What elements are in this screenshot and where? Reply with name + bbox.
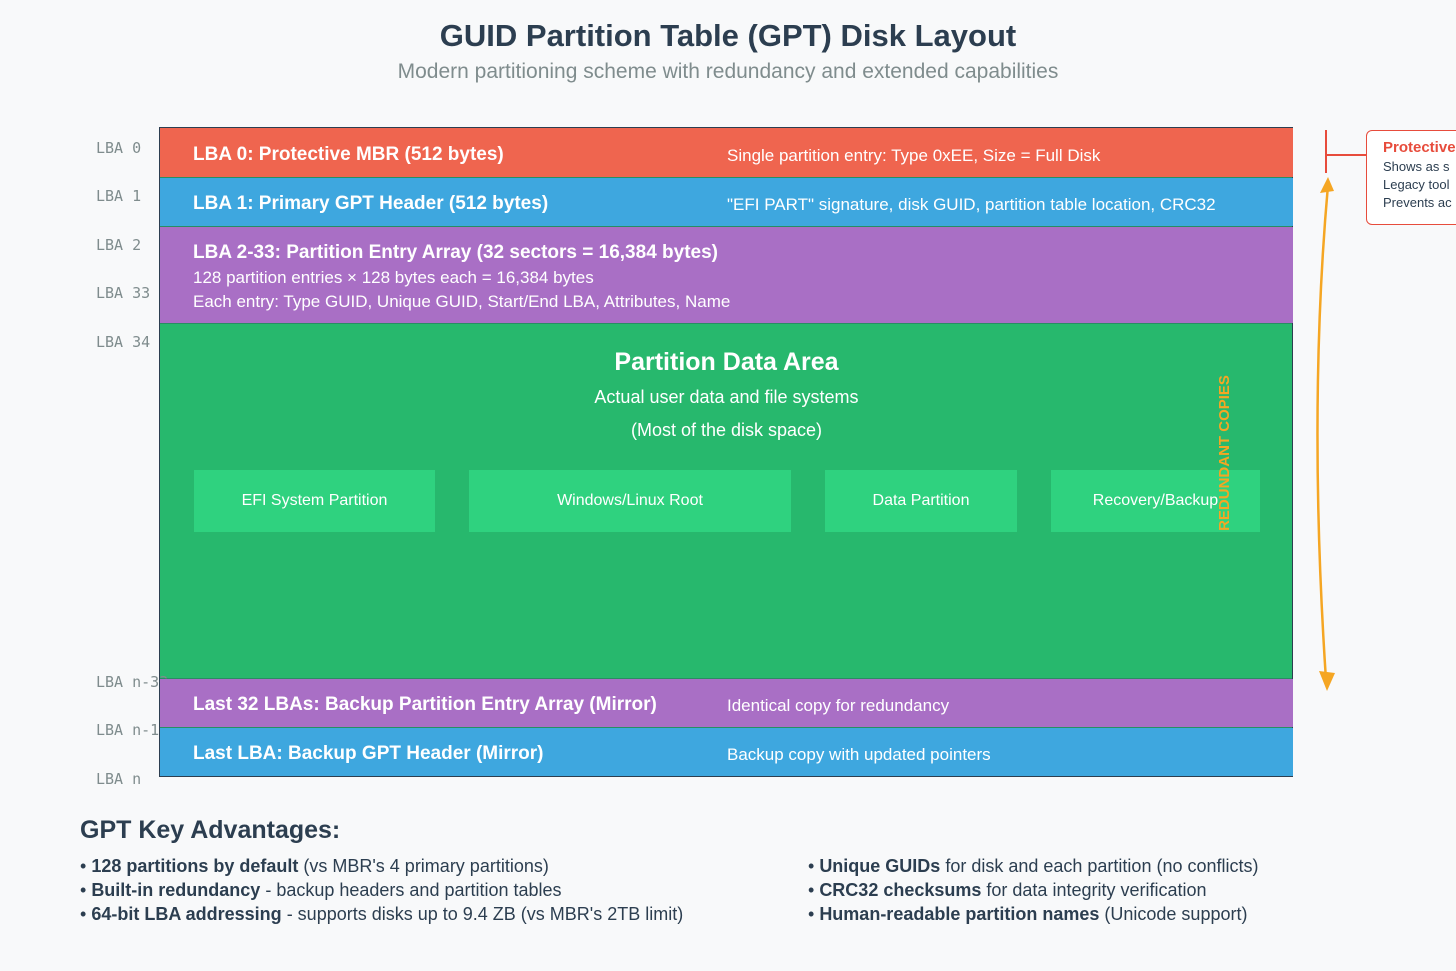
lba-label-n: LBA n: [96, 770, 142, 788]
protective-mbr-callout: Protective Shows as s Legacy tool Preven…: [1366, 130, 1456, 225]
divider: [160, 727, 1293, 728]
divider: [160, 177, 1293, 178]
advantage-bold: 128 partitions by default: [91, 856, 299, 876]
lba-label-2: LBA 2: [96, 236, 142, 254]
advantage-text: (Unicode support): [1099, 904, 1248, 924]
advantage-text: - backup headers and partition tables: [260, 880, 562, 900]
partition-root: Windows/Linux Root: [469, 470, 791, 532]
partition-entry-array-block: LBA 2-33: Partition Entry Array (32 sect…: [160, 227, 1293, 323]
backup-gpt-header-block: Last LBA: Backup GPT Header (Mirror) Bac…: [160, 728, 1293, 776]
lba-label-0: LBA 0: [96, 139, 142, 157]
redundant-copies-text: REDUNDANT COPIES: [1216, 375, 1233, 531]
redundancy-arrow: [1316, 130, 1366, 691]
advantage-text: for data integrity verification: [981, 880, 1207, 900]
redundant-copies-label: REDUNDANT COPIES: [1216, 375, 1233, 531]
lba-label-34: LBA 34: [96, 333, 151, 351]
divider: [160, 323, 1293, 324]
advantage-bold: 64-bit LBA addressing: [91, 904, 282, 924]
backup-partition-entry-array-desc: Identical copy for redundancy: [727, 696, 950, 715]
protective-mbr-desc: Single partition entry: Type 0xEE, Size …: [727, 146, 1101, 165]
backup-partition-entry-array-block: Last 32 LBAs: Backup Partition Entry Arr…: [160, 679, 1293, 727]
protective-mbr-block: LBA 0: Protective MBR (512 bytes) Single…: [160, 128, 1293, 177]
advantage-bold: CRC32 checksums: [819, 880, 982, 900]
callout-line-3: Prevents ac: [1383, 195, 1452, 210]
advantage-item: • 128 partitions by default (vs MBR's 4 …: [80, 856, 549, 876]
callout-title: Protective: [1383, 139, 1456, 156]
advantage-text: (vs MBR's 4 primary partitions): [298, 856, 549, 876]
divider: [160, 678, 1293, 679]
divider: [160, 226, 1293, 227]
primary-gpt-header-block: LBA 1: Primary GPT Header (512 bytes) "E…: [160, 178, 1293, 226]
lba-label-n-33: LBA n-33: [96, 673, 169, 691]
protective-mbr-label: LBA 0: Protective MBR (512 bytes): [193, 144, 504, 165]
page-subtitle: Modern partitioning scheme with redundan…: [397, 60, 1059, 83]
advantage-bold: Unique GUIDs: [819, 856, 941, 876]
advantages-title: GPT Key Advantages:: [80, 816, 341, 844]
advantage-text: for disk and each partition (no conflict…: [940, 856, 1259, 876]
advantage-text: - supports disks up to 9.4 ZB (vs MBR's …: [281, 904, 684, 924]
lba-label-n-1: LBA n-1: [96, 721, 160, 739]
data-area-line2: (Most of the disk space): [630, 420, 823, 440]
partition-efi-system: EFI System Partition: [194, 470, 435, 532]
advantage-bold: Human-readable partition names: [819, 904, 1100, 924]
primary-gpt-header-desc: "EFI PART" signature, disk GUID, partiti…: [727, 195, 1216, 214]
backup-gpt-header-desc: Backup copy with updated pointers: [727, 745, 991, 764]
advantage-item: • CRC32 checksums for data integrity ver…: [808, 880, 1207, 900]
lba-label-33: LBA 33: [96, 284, 151, 302]
advantage-item: • Unique GUIDs for disk and each partiti…: [808, 856, 1259, 876]
data-area-line1: Actual user data and file systems: [594, 387, 859, 407]
partition-recovery: Recovery/Backup: [1051, 470, 1260, 532]
advantage-item: • Human-readable partition names (Unicod…: [808, 904, 1248, 924]
advantage-bold: Built-in redundancy: [91, 880, 261, 900]
backup-gpt-header-label: Last LBA: Backup GPT Header (Mirror): [193, 743, 544, 764]
backup-partition-entry-array-label: Last 32 LBAs: Backup Partition Entry Arr…: [193, 694, 657, 715]
primary-gpt-header-label: LBA 1: Primary GPT Header (512 bytes): [193, 193, 549, 214]
page-title: GUID Partition Table (GPT) Disk Layout: [439, 18, 1017, 53]
partition-entry-array-line1: 128 partition entries × 128 bytes each =…: [193, 268, 594, 287]
lba-label-1: LBA 1: [96, 187, 142, 205]
partition-entry-array-line2: Each entry: Type GUID, Unique GUID, Star…: [193, 292, 731, 311]
advantage-item: • Built-in redundancy - backup headers a…: [80, 880, 562, 900]
partition-entry-array-label: LBA 2-33: Partition Entry Array (32 sect…: [193, 242, 718, 263]
data-area-title: Partition Data Area: [614, 348, 839, 376]
advantage-item: • 64-bit LBA addressing - supports disks…: [80, 904, 684, 924]
callout-line-1: Shows as s: [1383, 159, 1450, 174]
partition-data: Data Partition: [825, 470, 1017, 532]
callout-line-2: Legacy tool: [1383, 177, 1450, 192]
